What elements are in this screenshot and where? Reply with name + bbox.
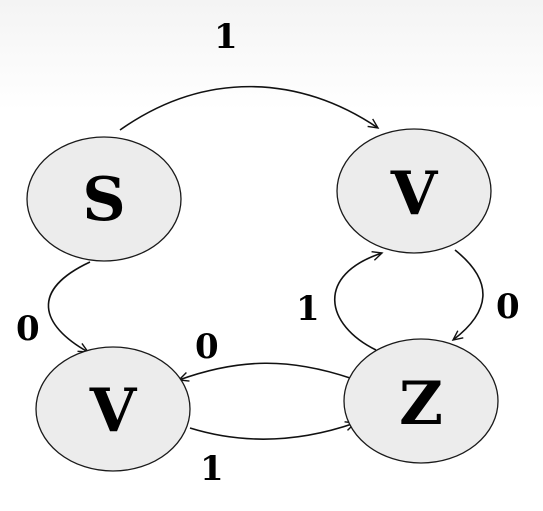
edge-v-top-to-z: 0: [453, 249, 520, 340]
node-label: S: [82, 165, 125, 235]
node-z: Z: [343, 338, 499, 464]
edge-label: 1: [200, 449, 224, 489]
node-v-bottom: V: [35, 346, 191, 472]
edge-label: 1: [296, 289, 320, 329]
edge-s-to-v-bottom: 0: [16, 261, 91, 352]
node-label: Z: [399, 369, 443, 439]
edge-v-bottom-to-z: 1: [189, 423, 355, 489]
edge-label: 0: [195, 327, 219, 367]
edge-label: 1: [214, 17, 238, 57]
edge-label: 0: [496, 287, 520, 327]
node-label: V: [89, 376, 138, 446]
edge-s-to-v-top: 1: [119, 17, 378, 131]
edge-z-to-v-top: 1: [296, 253, 382, 351]
edge-label: 0: [16, 309, 40, 349]
node-label: V: [390, 159, 439, 229]
node-v-top: V: [336, 128, 492, 254]
node-s: S: [26, 136, 182, 262]
edge-z-to-v-bottom: 0: [179, 327, 351, 380]
